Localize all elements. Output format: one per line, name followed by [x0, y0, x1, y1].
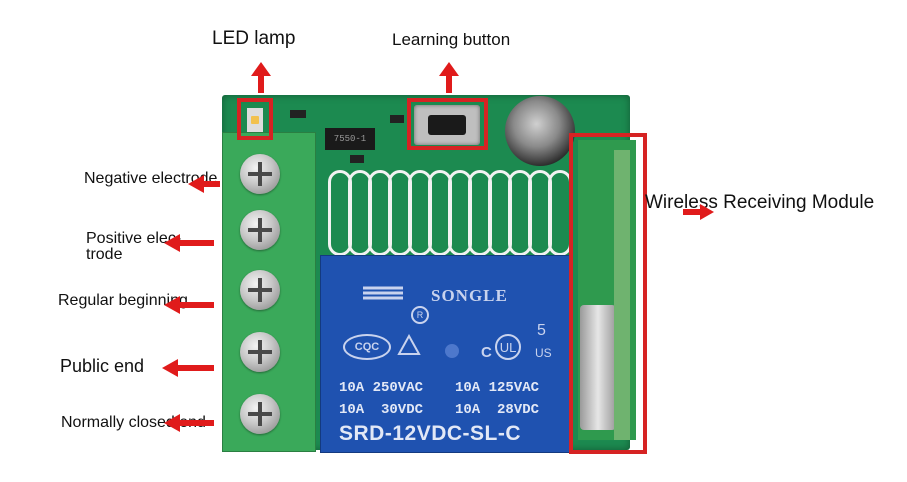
terminal-screw	[240, 332, 280, 372]
spec-row1-right: 10A 125VAC	[455, 380, 540, 396]
spec-row2-left: 10A 30VDC	[339, 402, 424, 418]
antenna-coil	[328, 168, 578, 258]
wireless-module-highlight-box	[569, 133, 647, 454]
learning-button-arrow-stem	[446, 75, 452, 93]
svg-text:UL: UL	[500, 340, 517, 355]
positive-electrode-label-line1: Positive elec-	[86, 230, 182, 247]
relay-brand: SONGLE	[431, 286, 508, 305]
positive-electrode-arrow-stem	[178, 240, 214, 246]
registered-mark-icon: R	[411, 306, 429, 324]
led-arrow-icon	[251, 62, 271, 76]
positive-electrode-arrow-icon	[164, 234, 180, 252]
terminal-screw	[240, 270, 280, 310]
smd-resistor	[290, 110, 306, 118]
terminal-screw	[240, 210, 280, 250]
smd-resistor	[390, 115, 404, 123]
regular-beginning-arrow-icon	[164, 296, 180, 314]
terminal-screw	[240, 394, 280, 434]
electrolytic-capacitor	[505, 96, 575, 166]
wireless-module-crystal	[580, 305, 616, 430]
negative-electrode-arrow-icon	[188, 175, 204, 193]
led-physical	[247, 108, 263, 132]
triangle-cert-icon	[397, 333, 421, 356]
regular-beginning-arrow-stem	[178, 302, 214, 308]
songle-logo-icon	[359, 282, 409, 304]
terminal-screw	[240, 154, 280, 194]
cqc-badge: CQC	[343, 334, 391, 360]
learning-button-arrow-icon	[439, 62, 459, 76]
led-lamp-label: LED lamp	[212, 28, 296, 49]
normally-closed-end-arrow-icon	[164, 414, 180, 432]
learning-button-highlight-box	[407, 98, 488, 150]
relay-model: SRD-12VDC-SL-C	[339, 422, 522, 445]
normally-closed-end-arrow-stem	[178, 420, 214, 426]
ul-number: 5	[537, 322, 546, 339]
led-arrow-stem	[258, 75, 264, 93]
smd-chip: 7550-1	[325, 128, 375, 150]
relay: R SONGLE CQC C UL 5 US 10A 250VAC 10A 12…	[320, 255, 570, 453]
ul-logo-icon: UL	[493, 332, 523, 362]
public-end-label: Public end	[60, 356, 145, 376]
ul-c: C	[481, 344, 492, 361]
led-highlight-box	[237, 98, 273, 140]
spec-row2-right: 10A 28VDC	[455, 402, 540, 418]
wireless-module-label: Wireless Receiving Module	[645, 192, 875, 213]
smd-resistor	[350, 155, 364, 163]
ul-us: US	[535, 346, 552, 360]
wireless-module-arrow-stem	[683, 209, 701, 215]
learning-button-label: Learning button	[392, 30, 511, 49]
negative-electrode-arrow-stem	[202, 181, 220, 187]
spec-row1-left: 10A 250VAC	[339, 380, 424, 396]
relay-screw-dot	[445, 344, 459, 358]
public-end-arrow-stem	[176, 365, 214, 371]
learning-button-physical[interactable]	[414, 105, 480, 145]
wireless-module-pcb-edge	[614, 150, 630, 440]
negative-electrode-label: Negative electrode	[84, 170, 218, 187]
wireless-module-arrow-icon	[700, 204, 714, 220]
positive-electrode-label-line2: trode	[86, 246, 123, 263]
public-end-arrow-icon	[162, 359, 178, 377]
regular-beginning-label: Regular beginning	[58, 292, 188, 309]
